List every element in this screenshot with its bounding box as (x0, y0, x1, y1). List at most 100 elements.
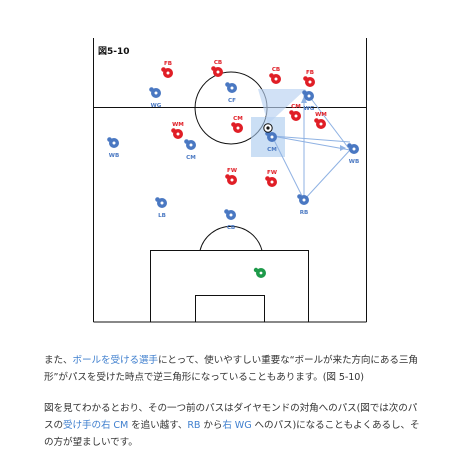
figure-title: 図5-10 (98, 46, 130, 57)
red-player-6: CM (231, 116, 243, 133)
player-center-dot (308, 80, 312, 84)
penalty-arc (199, 225, 263, 251)
player-head-icon (297, 194, 302, 199)
player-label: FW (267, 170, 277, 176)
pass-line (271, 135, 305, 201)
blue-team: WG CF WG WB CM CM WB LB CB RB (107, 82, 359, 231)
player-head-icon (314, 118, 319, 123)
player-head-icon (289, 110, 294, 115)
player-label: FB (306, 70, 314, 76)
pass-line (305, 91, 351, 151)
player-head-icon (161, 67, 166, 72)
player-label: LB (158, 213, 166, 219)
player-center-dot (352, 147, 356, 151)
player-center-dot (307, 94, 311, 98)
player-center-dot (230, 86, 234, 90)
p2-text-4: へのパス)になることもよくあるし、その方が望ましいです。 (44, 420, 420, 448)
red-player-1: FB (161, 61, 173, 78)
player-center-dot (302, 198, 306, 202)
pass-arrowheads (301, 96, 346, 151)
tactics-figure: FB CB CB FB WM CM CM WM FW FW WG CF WG WB CM CM WB LB CB R… (93, 38, 367, 323)
player-head-icon (211, 66, 216, 71)
red-player-2: CB (211, 60, 223, 77)
player-label: CM (267, 147, 277, 153)
p2-link-receiver-cm[interactable]: 受け手の右 CM (63, 420, 129, 431)
pass-line (271, 135, 351, 151)
pass-line (303, 149, 351, 201)
player-head-icon (224, 209, 229, 214)
blue-player-2: CF (225, 82, 237, 104)
blue-player-9: CB (224, 209, 236, 231)
red-player-7: CM (289, 104, 301, 121)
player-head-icon (265, 176, 270, 181)
player-label: WB (109, 153, 119, 159)
blue-player-4: WB (107, 137, 119, 159)
player-center-dot (236, 126, 240, 130)
player-head-icon (155, 197, 160, 202)
player-center-dot (176, 132, 180, 136)
player-label: CF (228, 98, 236, 104)
inverted-triangle (258, 89, 306, 124)
p1-text-2: にとって、使いやすしい重要な“ボールが来た方向にある三角形”がパスを受けた時点で… (44, 355, 418, 383)
arrowhead (340, 145, 346, 151)
p2-link-right-wg[interactable]: 右 WG (222, 420, 252, 431)
blue-player-3: WG (302, 90, 315, 112)
goal-box (195, 295, 265, 323)
paragraph-1: また、ボールを受ける選手にとって、使いやすしい重要な“ボールが来た方向にある三角… (44, 352, 420, 386)
player-head-icon (171, 128, 176, 133)
blue-player-5: CM (184, 139, 196, 161)
red-player-4: FB (303, 70, 315, 87)
blue-player-7: WB (347, 143, 359, 165)
player-label: WM (315, 112, 327, 118)
pass-line (271, 135, 351, 143)
player-head-icon (231, 122, 236, 127)
player-label: CB (214, 60, 222, 66)
player-center-dot (294, 114, 298, 118)
p2-text-2: を追い越す、 (128, 420, 188, 431)
player-head-icon (269, 73, 274, 78)
player-head-icon (149, 87, 154, 92)
player-label: WM (172, 122, 184, 128)
p2-link-rb[interactable]: RB (187, 420, 201, 431)
player-label: FW (227, 168, 237, 174)
player-center-dot (154, 91, 158, 95)
red-team: FB CB CB FB WM CM CM WM FW FW (161, 60, 327, 187)
p2-text-1: 図を見てわかるとおり、その一つ前のパスはダイヤモンドの対角へのパス(図では次のパ… (44, 403, 418, 431)
player-label: CB (272, 67, 280, 73)
player-center-dot (229, 213, 233, 217)
player-label: RB (300, 210, 309, 216)
player-label: CM (291, 104, 301, 110)
field-lines (93, 38, 367, 323)
p2-text-3: から (200, 420, 223, 431)
player-label: CM (186, 155, 196, 161)
player-center-dot (216, 70, 220, 74)
center-circle (194, 71, 268, 145)
player-center-dot (274, 77, 278, 81)
player-center-dot (230, 178, 234, 182)
player-head-icon (184, 139, 189, 144)
player-center-dot (270, 135, 274, 139)
player-head-icon (303, 76, 308, 81)
red-player-10: FW (265, 170, 277, 187)
player-label: WG (151, 103, 162, 109)
player-label: CM (233, 116, 243, 122)
player-label: WB (349, 159, 359, 165)
player-label: WG (304, 106, 315, 112)
red-player-8: WM (314, 112, 327, 129)
blue-player-1: WG (149, 87, 162, 109)
player-center-dot (270, 180, 274, 184)
player-head-icon (225, 82, 230, 87)
p1-text-1: また、 (44, 355, 73, 366)
player-center-dot (189, 143, 193, 147)
player-head-icon (225, 174, 230, 179)
red-player-3: CB (269, 67, 281, 84)
player-label: CB (227, 225, 235, 231)
player-center-dot (319, 122, 323, 126)
player-head-icon (347, 143, 352, 148)
player-head-icon (302, 90, 307, 95)
pass-lines (271, 91, 351, 201)
goalkeeper-icon (253, 267, 266, 278)
blue-player-10: RB (297, 194, 309, 216)
p1-link-receiver[interactable]: ボールを受ける選手 (72, 355, 158, 366)
red-player-5: WM (171, 122, 184, 139)
